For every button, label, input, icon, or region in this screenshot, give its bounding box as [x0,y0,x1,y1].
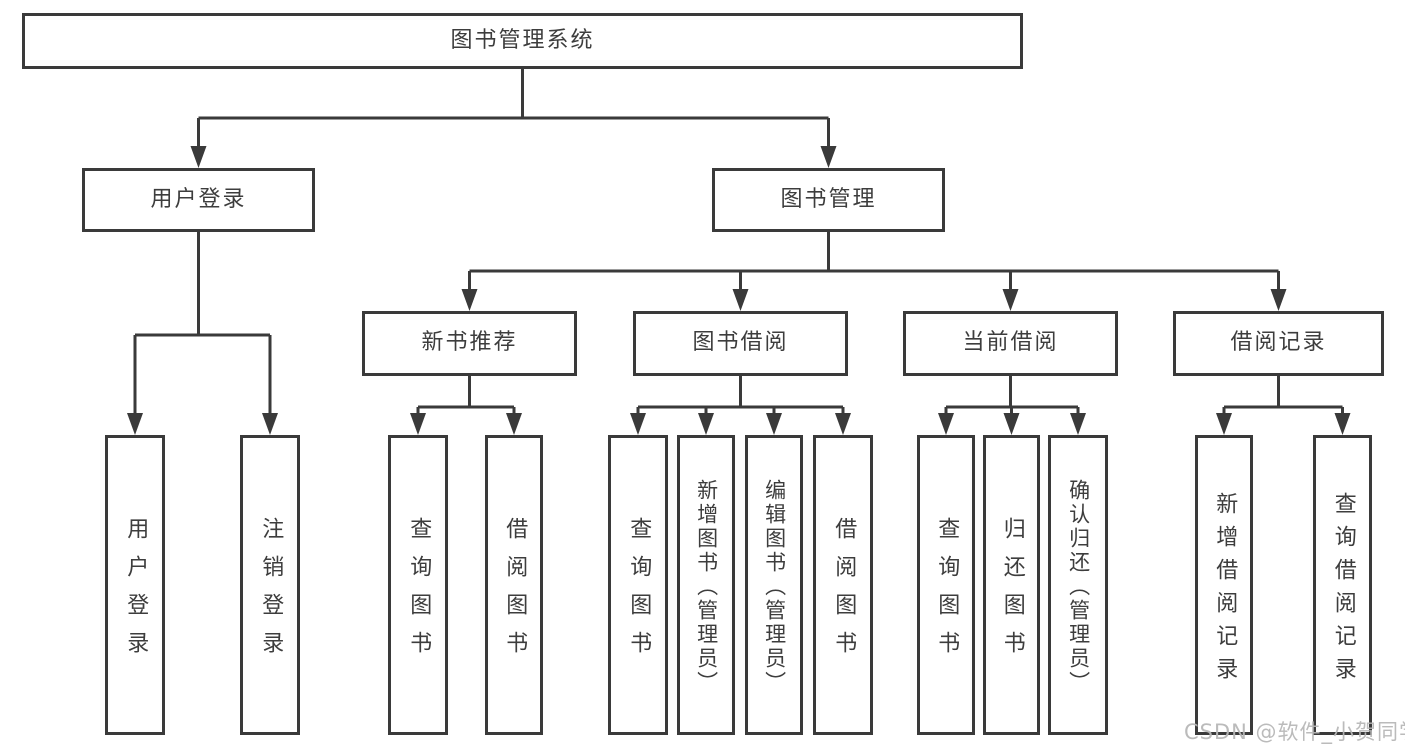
leaf-confirm-return-admin-label: 确认归还（管理员） [1066,478,1091,695]
node-book-management-label: 图书管理 [780,186,877,212]
leaf-confirm-return-admin: 确认归还（管理员） [1048,435,1108,735]
node-root: 图书管理系统 [22,13,1023,69]
node-new-book-recommend-label: 新书推荐 [421,330,518,356]
node-user-login-label: 用户登录 [150,186,247,212]
leaf-borrow-book-label: 借阅图书 [831,517,857,669]
leaf-recommend-borrow-book: 借阅图书 [485,435,543,735]
leaf-user-login-label: 用户登录 [123,517,149,669]
node-book-management: 图书管理 [712,168,945,232]
node-user-login: 用户登录 [82,168,315,232]
leaf-borrow-query-book-label: 查询图书 [626,517,652,669]
leaf-logout: 注销登录 [240,435,300,735]
leaf-return-book: 归还图书 [983,435,1040,735]
node-borrow-record-label: 借阅记录 [1230,330,1327,356]
leaf-add-book-admin: 新增图书（管理员） [677,435,735,735]
node-new-book-recommend: 新书推荐 [362,311,577,376]
leaf-query-borrow-record-label: 查询借阅记录 [1330,491,1356,690]
leaf-add-borrow-record: 新增借阅记录 [1195,435,1253,735]
node-borrow-record: 借阅记录 [1173,311,1384,376]
leaf-edit-book-admin: 编辑图书（管理员） [745,435,803,735]
csdn-watermark: CSDN @软件_小贺同学 [1184,720,1405,744]
leaf-recommend-query-book: 查询图书 [388,435,448,735]
leaf-recommend-borrow-book-label: 借阅图书 [502,517,528,669]
leaf-current-query-book-label: 查询图书 [934,517,960,669]
node-book-borrow-label: 图书借阅 [692,330,789,356]
leaf-current-query-book: 查询图书 [917,435,975,735]
leaf-borrow-query-book: 查询图书 [608,435,668,735]
leaf-logout-label: 注销登录 [258,517,284,669]
node-book-borrow: 图书借阅 [633,311,848,376]
leaf-add-book-admin-label: 新增图书（管理员） [694,478,719,695]
leaf-return-book-label: 归还图书 [999,517,1025,669]
leaf-edit-book-admin-label: 编辑图书（管理员） [762,478,787,695]
node-current-borrow: 当前借阅 [903,311,1118,376]
leaf-user-login: 用户登录 [105,435,165,735]
leaf-query-borrow-record: 查询借阅记录 [1313,435,1372,735]
leaf-add-borrow-record-label: 新增借阅记录 [1212,491,1238,690]
leaf-recommend-query-book-label: 查询图书 [406,517,432,669]
node-current-borrow-label: 当前借阅 [962,330,1059,356]
leaf-borrow-book: 借阅图书 [813,435,873,735]
node-root-label: 图书管理系统 [450,27,595,53]
